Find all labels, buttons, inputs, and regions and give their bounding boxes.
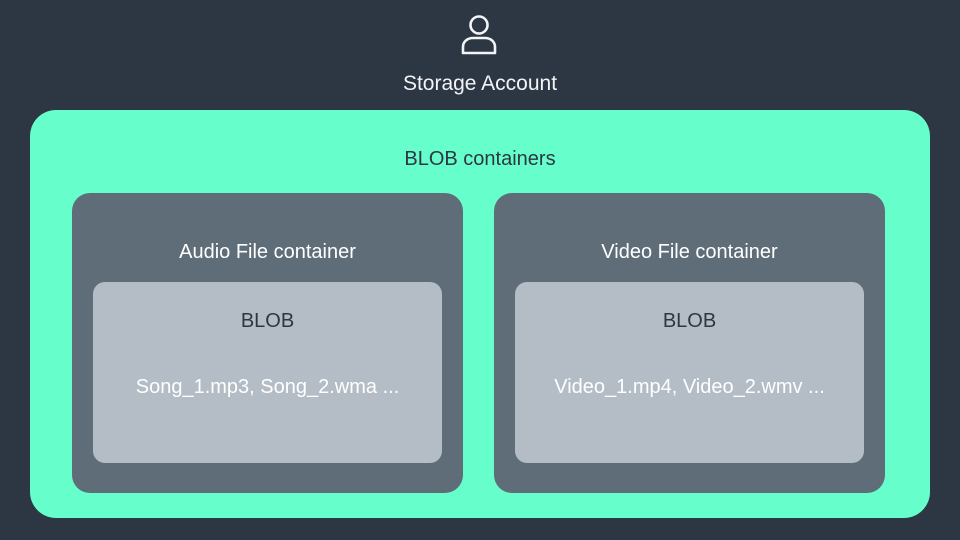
audio-blob-label: BLOB bbox=[240, 310, 295, 332]
video-file-container: Video File container BLOB Video_1.mp4, V… bbox=[494, 193, 885, 493]
audio-blob: BLOB Song_1.mp3, Song_2.wma ... bbox=[93, 282, 442, 463]
video-blob: BLOB Video_1.mp4, Video_2.wmv ... bbox=[515, 282, 864, 463]
audio-file-container: Audio File container BLOB Song_1.mp3, So… bbox=[72, 193, 463, 493]
video-blob-label: BLOB bbox=[662, 310, 717, 332]
audio-blob-files: Song_1.mp3, Song_2.wma ... bbox=[135, 376, 400, 398]
blob-containers-title: BLOB containers bbox=[404, 148, 556, 170]
audio-container-title: Audio File container bbox=[179, 241, 356, 263]
blob-containers-group: BLOB containers Audio File container BLO… bbox=[30, 110, 930, 518]
user-icon bbox=[461, 15, 497, 55]
video-blob-files: Video_1.mp4, Video_2.wmv ... bbox=[554, 376, 825, 398]
video-container-title: Video File container bbox=[601, 241, 778, 263]
storage-account-title: Storage Account bbox=[402, 72, 558, 95]
